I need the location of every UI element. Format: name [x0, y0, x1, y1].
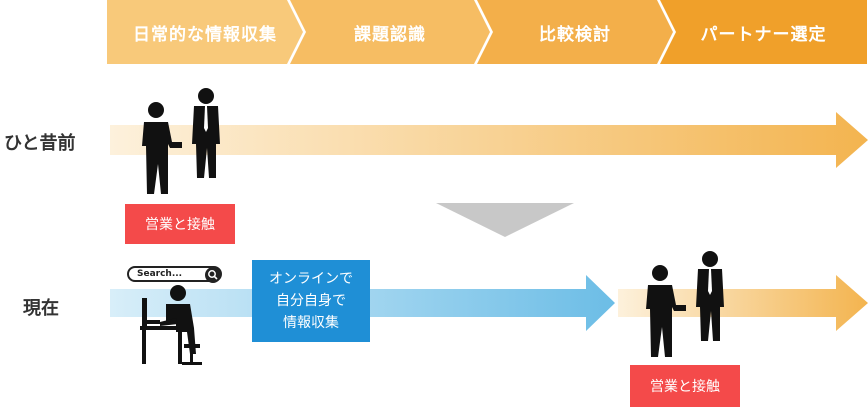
stage-shape	[660, 0, 867, 64]
row-label-present: 現在	[23, 298, 59, 319]
stage-label: 課題認識	[354, 24, 426, 45]
person-at-computer-icon	[140, 285, 202, 365]
stage-daily-info-gathering: 日常的な情報収集	[107, 0, 303, 64]
stage-header: 日常的な情報収集 課題認識 比較検討 パートナー選定	[107, 0, 867, 64]
search-glyph	[208, 270, 218, 280]
stage-shape	[290, 0, 490, 64]
search-bar: Search...	[127, 266, 222, 283]
row-label-past: ひと昔前	[4, 133, 76, 154]
business-people-icon	[646, 251, 724, 357]
stage-problem-recognition: 課題認識	[290, 0, 490, 64]
search-text: Search...	[137, 269, 183, 279]
business-people-icon	[142, 88, 220, 194]
online-self-research-box: オンラインで 自分自身で 情報収集	[252, 260, 370, 342]
stage-shape	[107, 0, 303, 64]
search-icon	[205, 267, 221, 283]
stage-label: 日常的な情報収集	[133, 24, 277, 45]
past-sales-contact-tag: 営業と接触	[125, 204, 235, 244]
past-timeline-arrow	[110, 112, 868, 168]
present-sales-contact-tag: 営業と接触	[630, 365, 740, 407]
stage-shape	[477, 0, 673, 64]
stage-comparison: 比較検討	[477, 0, 673, 64]
info-line-1: オンラインで	[269, 271, 353, 287]
transition-triangle	[436, 203, 574, 237]
present-sales-arrow	[618, 275, 868, 331]
info-line-2: 自分自身で	[276, 293, 346, 309]
stage-partner-selection: パートナー選定	[660, 0, 867, 64]
stage-label: 比較検討	[539, 24, 611, 45]
info-line-3: 情報収集	[283, 315, 339, 331]
stage-label: パートナー選定	[700, 24, 827, 45]
